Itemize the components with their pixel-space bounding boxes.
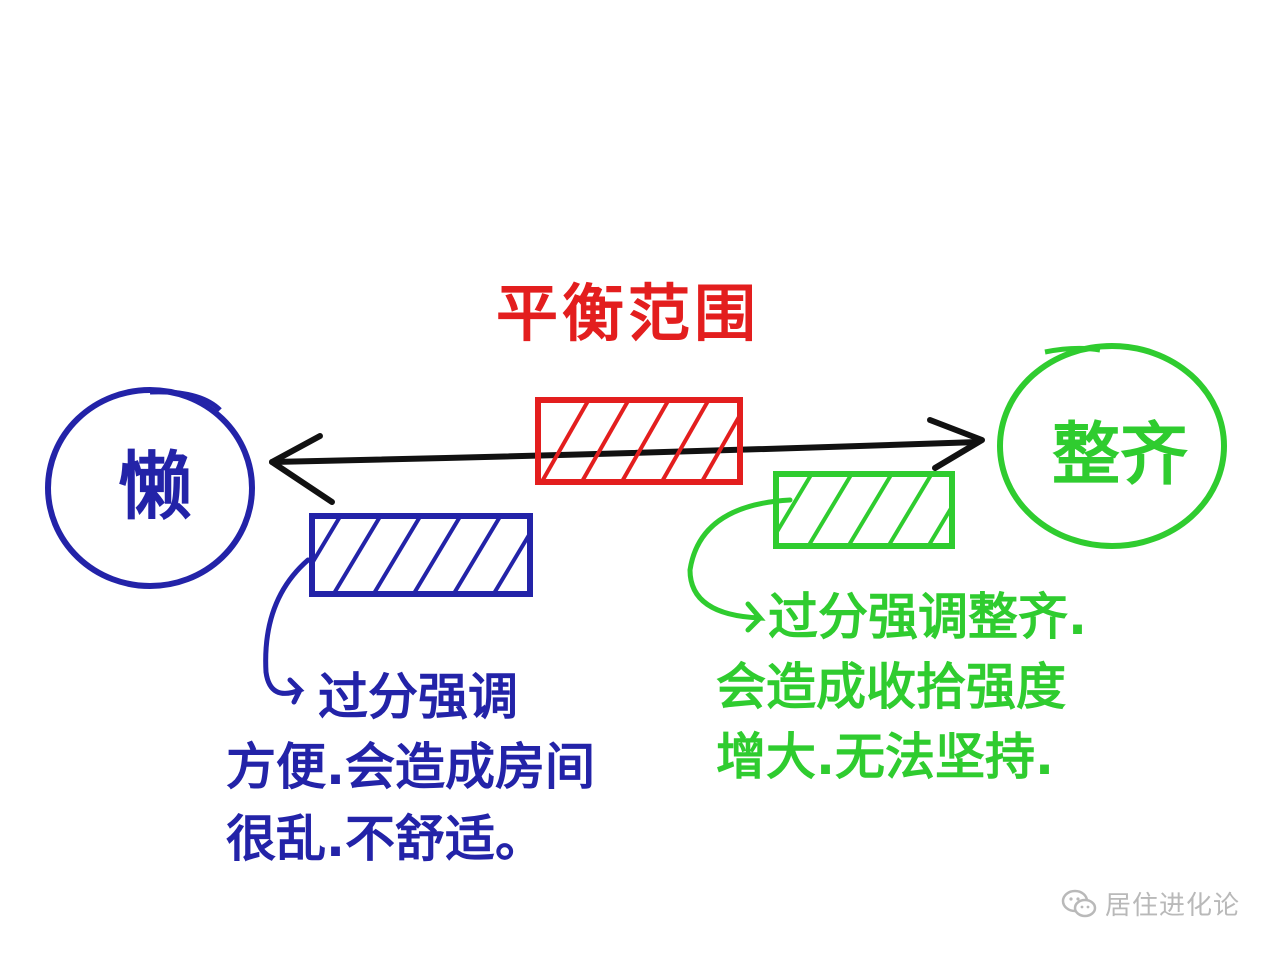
tidy-note-line-2: 会造成收拾强度 — [716, 658, 1066, 716]
wechat-icon — [1061, 889, 1097, 919]
watermark-text: 居住进化论 — [1104, 891, 1240, 921]
balance-arrow — [269, 417, 985, 505]
tidy-label: 整齐 — [1052, 416, 1188, 495]
tidy-note: 过分强调整齐. 会造成收拾强度 增大.无法坚持. — [716, 588, 1087, 786]
tidy-note-line-1: 过分强调整齐. — [768, 588, 1087, 646]
lazy-connector — [263, 557, 311, 705]
lazy-note-line-1: 过分强调 — [318, 668, 518, 726]
lazy-label: 懒 — [118, 444, 192, 530]
diagram-title: 平衡范围 — [496, 277, 760, 350]
lazy-note-line-2: 方便.会造成房间 — [226, 738, 595, 796]
watermark: 居住进化论 — [1061, 885, 1240, 922]
tidy-circle-overstroke — [1044, 345, 1101, 355]
tidy-connector — [687, 497, 793, 633]
balance-range-box — [535, 397, 743, 485]
lazy-extreme-box — [309, 513, 533, 597]
lazy-note: 过分强调 方便.会造成房间 很乱.不舒适。 — [226, 668, 595, 868]
lazy-circle-overstroke — [149, 389, 222, 412]
tidy-note-line-3: 增大.无法坚持. — [716, 728, 1054, 786]
lazy-note-line-3: 很乱.不舒适。 — [226, 810, 545, 868]
tidy-extreme-box — [773, 471, 955, 549]
tidy-circle — [997, 343, 1227, 549]
